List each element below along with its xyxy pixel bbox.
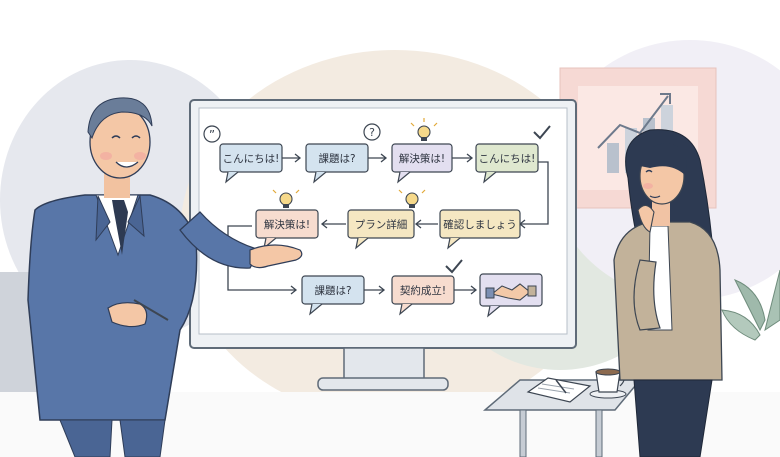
bubble-label: 契約成立!	[400, 284, 446, 297]
man-presenter	[27, 97, 303, 457]
lightbulb-icon	[410, 118, 438, 141]
flow-bubble-hello-2: こんにちは!	[475, 143, 539, 184]
flow-bubble-hello-1: こんにちは!	[219, 143, 283, 184]
svg-text:”: ”	[209, 128, 215, 142]
bubble-label: 解決策は!	[399, 152, 445, 165]
woman-listener	[613, 129, 723, 457]
question-mark-icon: ?	[363, 123, 381, 141]
bubble-label: プラン詳細	[355, 218, 408, 231]
bubble-label: こんにちは!	[223, 153, 280, 165]
flow-bubble-solution-2: 解決策は!	[255, 209, 319, 250]
checkmark-icon	[533, 125, 551, 140]
bubble-label: 課題は?	[318, 152, 355, 165]
quote-icon: ”	[203, 125, 221, 143]
lightbulb-icon	[398, 189, 426, 208]
bubble-label: 確認しましょう	[443, 218, 517, 231]
bubble-label: 解決策は!	[264, 218, 310, 231]
svg-text:?: ?	[369, 126, 375, 139]
flow-bubble-solution-1: 解決策は!	[391, 143, 453, 184]
flow-bubble-plan-details: プラン詳細	[347, 209, 415, 250]
bubble-label: こんにちは!	[479, 153, 536, 165]
handshake-icon	[485, 283, 537, 301]
flow-bubble-lets-confirm: 確認しましょう	[439, 209, 521, 250]
handshake-bubble	[479, 273, 543, 318]
plant	[721, 269, 780, 341]
flow-bubble-deal-closed: 契約成立!	[391, 275, 455, 316]
bubble-label: 課題は?	[314, 284, 351, 297]
checkmark-icon	[445, 259, 463, 274]
lightbulb-icon	[272, 189, 300, 208]
flow-bubble-issue-1: 課題は?	[305, 143, 369, 184]
notebook-icon	[526, 377, 592, 403]
flow-bubble-issue-2: 課題は?	[301, 275, 365, 316]
